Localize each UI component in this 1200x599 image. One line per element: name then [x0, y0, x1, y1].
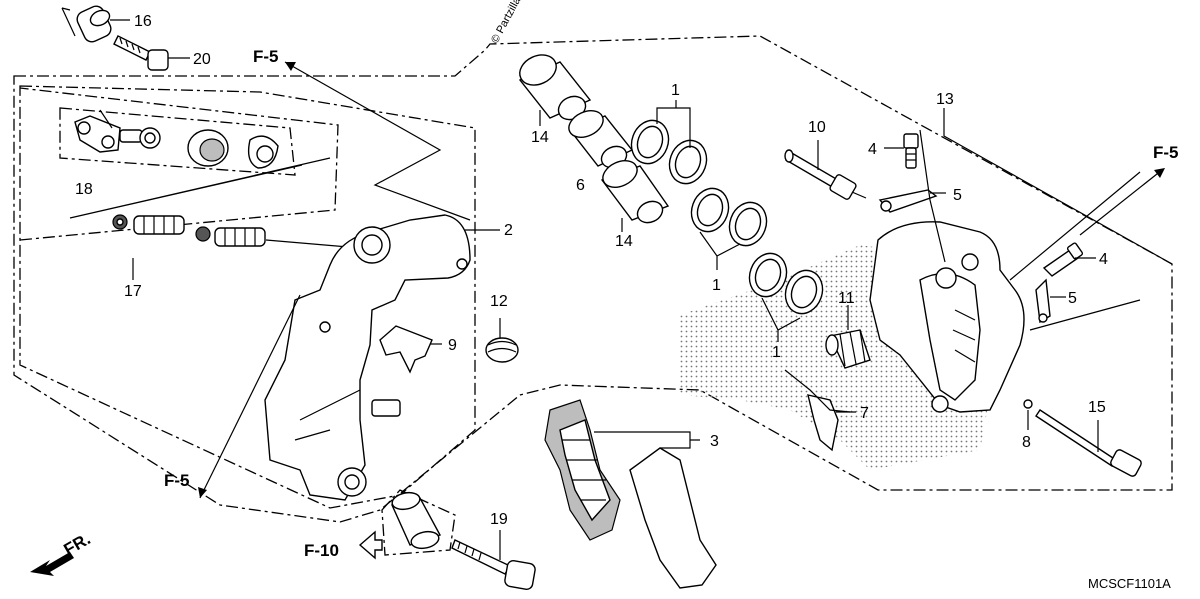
arrow-16 — [61, 7, 76, 37]
pin-part-18 — [74, 109, 161, 153]
ref-f5-left: F-5 — [164, 471, 190, 490]
callout-14-top: 14 — [531, 129, 549, 146]
ref-f5-right: F-5 — [1153, 143, 1179, 162]
bolt-part-15 — [1035, 409, 1142, 477]
arrow-f10-icon — [358, 530, 383, 560]
callout-5-top: 5 — [953, 187, 962, 204]
assembly-outlines — [13, 35, 1173, 556]
callout-7: 7 — [860, 405, 869, 422]
leader-f5-left — [199, 294, 301, 499]
bracket-part-2 — [264, 214, 471, 501]
leader-3 — [594, 431, 700, 449]
caliper-body-part-13 — [869, 129, 1025, 413]
callout-1-c: 1 — [772, 344, 781, 361]
callout-11: 11 — [838, 290, 855, 307]
leader-13 — [943, 108, 1173, 331]
callout-16: 16 — [134, 13, 152, 30]
callout-10: 10 — [808, 119, 826, 136]
collar-part-19 — [391, 491, 442, 550]
bleeder-part-4-right — [1042, 242, 1096, 277]
brake-pad-part-3 — [544, 399, 717, 589]
callout-2: 2 — [504, 222, 513, 239]
callout-5-right: 5 — [1068, 290, 1077, 307]
callout-4-right: 4 — [1099, 251, 1108, 268]
callout-12: 12 — [490, 293, 508, 310]
callout-1-b: 1 — [712, 277, 721, 294]
seal-part-1-set — [630, 119, 824, 315]
callout-18: 18 — [75, 181, 93, 198]
bolt-part-19 — [451, 530, 536, 590]
callout-3: 3 — [710, 433, 719, 450]
leader-f5-right — [1079, 169, 1163, 236]
arrow-f5-top-icon — [285, 62, 296, 71]
pin-part-17 — [112, 214, 266, 247]
spring-part-7 — [784, 369, 851, 452]
ref-f5-top: F-5 — [253, 47, 279, 66]
leader-f5-top — [284, 61, 471, 221]
front-direction-icon — [30, 552, 74, 576]
collar-part-14-bottom — [600, 160, 670, 224]
boot-part — [187, 129, 279, 169]
callout-8: 8 — [1022, 434, 1031, 451]
ref-f10: F-10 — [304, 541, 339, 560]
leader-1a — [656, 100, 691, 148]
arrow-f5-left-icon — [198, 487, 207, 498]
leader-1b — [699, 231, 741, 270]
callout-14-bottom: 14 — [615, 233, 633, 250]
collar-part-14-top — [518, 54, 592, 121]
boot-part-12 — [485, 318, 519, 363]
bolt-part-20 — [113, 35, 169, 71]
spring-part-9 — [379, 325, 442, 374]
pin-part-10 — [784, 140, 867, 200]
collar-part-16 — [76, 5, 112, 43]
clip-part-5-top — [878, 189, 946, 213]
callout-20: 20 — [193, 51, 211, 68]
callout-9: 9 — [448, 337, 457, 354]
callout-15: 15 — [1088, 399, 1106, 416]
washer-part-8 — [1023, 399, 1033, 430]
pin-part-11 — [825, 305, 871, 369]
watermark-text: © Partzilla.com — [489, 0, 534, 45]
leader-1c — [761, 297, 801, 342]
clip-part-5-right — [1035, 278, 1066, 324]
bleeder-part-4-top — [884, 133, 919, 169]
callout-17: 17 — [124, 283, 142, 300]
callout-1-a: 1 — [671, 82, 680, 99]
callout-13: 13 — [936, 91, 954, 108]
diagram-code: MCSCF1101A — [1088, 576, 1171, 591]
arrow-f5-right-icon — [1154, 168, 1165, 178]
callout-19: 19 — [490, 511, 508, 528]
callout-4-top: 4 — [868, 141, 877, 158]
callout-6: 6 — [576, 177, 585, 194]
